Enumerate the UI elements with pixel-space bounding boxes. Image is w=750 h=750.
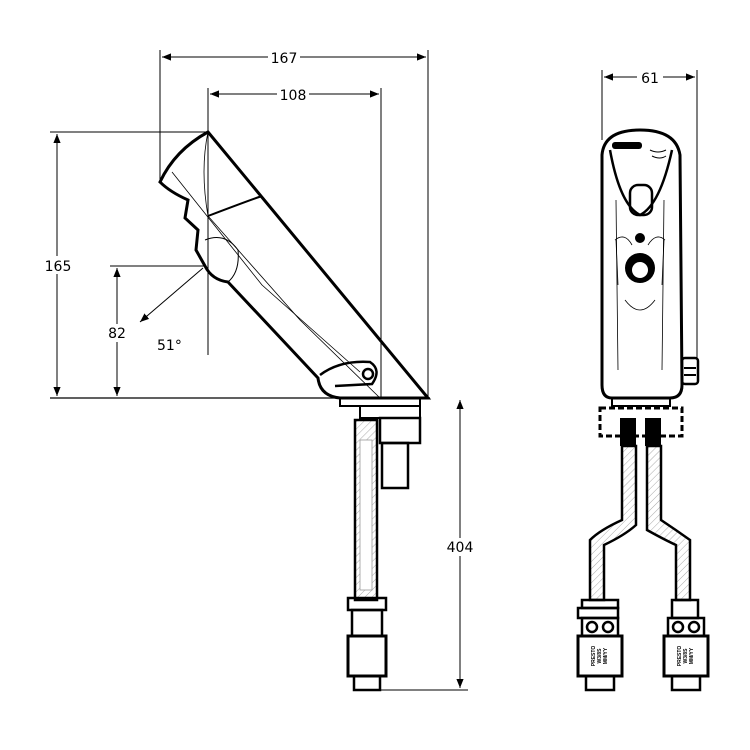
dim-body-width: 61: [641, 71, 659, 87]
faucet-body-front: [600, 128, 684, 400]
connector-label-line2: W3/8S: [683, 648, 689, 664]
sensor-window: [361, 367, 375, 381]
hose-connector: [346, 634, 388, 678]
hose-left: [588, 444, 638, 602]
dim-overall-reach: 167: [271, 51, 298, 67]
dimension-lines: [50, 50, 698, 691]
sensor-window-front: [628, 183, 654, 217]
dim-overall-height: 165: [45, 259, 72, 275]
valve-cartridge: [380, 441, 410, 490]
hose-right: [645, 444, 692, 602]
connector-label-line1: PRESTO: [591, 646, 597, 667]
connector-label-line3: MM/YY: [689, 647, 695, 664]
mounting-bracket: [598, 406, 684, 438]
connector-label-line1: PRESTO: [677, 646, 683, 667]
dim-spout-reach: 108: [280, 88, 307, 104]
temperature-knob: [680, 356, 700, 386]
front-view: PRESTO W3/8S MM/YY PRESTO W3/8S MM/YY: [576, 128, 710, 692]
dim-outlet-height: 82: [108, 326, 126, 342]
spout-body: [158, 130, 432, 400]
connector-right: PRESTO W3/8S MM/YY: [662, 598, 710, 692]
connector-label-line2: W3/8S: [597, 648, 603, 664]
connector-left: PRESTO W3/8S MM/YY: [576, 598, 624, 692]
dim-below-deck: 404: [447, 540, 474, 556]
dim-spout-angle: 51°: [157, 338, 182, 354]
connector-label-line3: MM/YY: [603, 647, 609, 664]
side-view: [50, 130, 432, 692]
